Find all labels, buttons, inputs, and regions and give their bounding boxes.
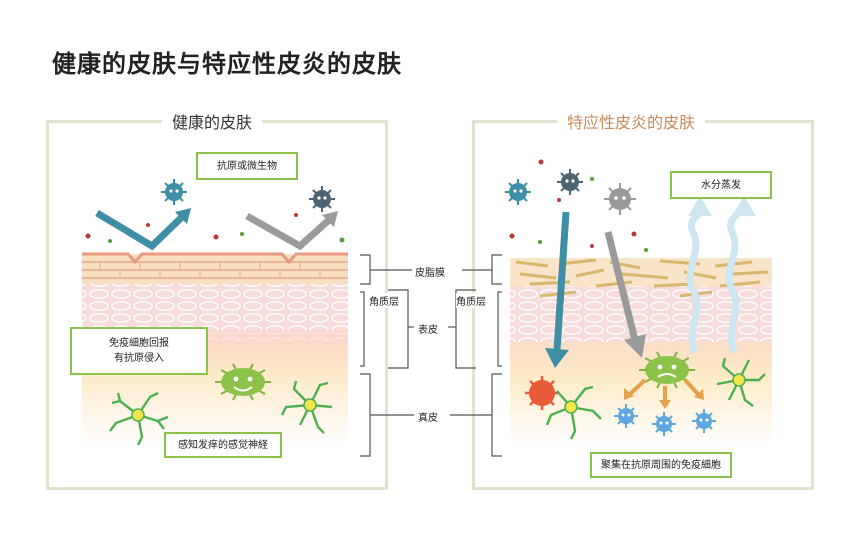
green-bacteria-icon-2: [639, 351, 695, 389]
stratum-corneum-label-right: 角质层: [456, 293, 486, 308]
immune-report-line2: 有抗原侵入: [114, 353, 164, 364]
immune-report-line1: 免疫細胞回报: [109, 338, 169, 349]
dermis-label: 真皮: [418, 409, 438, 424]
blue-immune-cell-icon-3: [692, 409, 716, 433]
healthy-sebum-film: [82, 252, 348, 265]
layer-brackets: [360, 254, 502, 457]
teal-virus-icon-2: [505, 179, 531, 205]
healthy-skin-title: 健康的皮肤: [162, 109, 263, 133]
water-evaporation-arrows: [686, 208, 742, 354]
sebum-film-label: 皮脂膜: [415, 264, 445, 279]
blue-immune-cell-icon-2: [652, 412, 676, 436]
small-particles: [85, 213, 345, 243]
healthy-stratum-corneum: [82, 254, 348, 284]
water-evaporation-label: 水分蒸发: [670, 171, 772, 199]
navy-virus-icon: [309, 186, 335, 212]
antigen-label: 抗原或微生物: [196, 152, 298, 180]
gray-deflected-arrow: [245, 211, 338, 251]
gray-penetrating-arrow: [604, 231, 646, 358]
immune-gather-label: 聚集在抗原周围的免疫細胞: [590, 452, 732, 478]
page-title: 健康的皮肤与特应性皮炎的皮肤: [52, 50, 402, 78]
epidermis-label: 表皮: [418, 321, 438, 336]
evaporation-arrowhead-1: [688, 196, 712, 216]
right-nerve-cell-icon-3: [716, 357, 766, 407]
teal-penetrating-arrow: [545, 211, 570, 368]
teal-deflected-arrow: [95, 208, 191, 251]
blue-immune-cell-icon-1: [614, 404, 638, 428]
right-nerve-cell-icon: [280, 380, 333, 434]
red-immune-cell-icon: [525, 376, 559, 410]
gray-virus-icon: [604, 183, 636, 215]
right-nerve-cell-icon-2: [545, 385, 602, 440]
teal-virus-icon: [161, 179, 187, 205]
small-particles-2: [509, 159, 648, 252]
left-nerve-cell-icon: [109, 391, 169, 446]
atopic-skin-title: 特应性皮炎的皮肤: [557, 109, 706, 133]
itch-nerve-label: 感知发痒的感觉神経: [164, 432, 282, 458]
stratum-corneum-label-left: 角质层: [369, 293, 399, 308]
evaporation-arrowhead-2: [732, 196, 756, 216]
navy-virus-icon-2: [557, 169, 583, 195]
immune-gathering-arrows: [624, 378, 704, 409]
immune-report-label: 免疫細胞回报 有抗原侵入: [70, 327, 208, 375]
green-bacteria-icon: [215, 363, 271, 401]
